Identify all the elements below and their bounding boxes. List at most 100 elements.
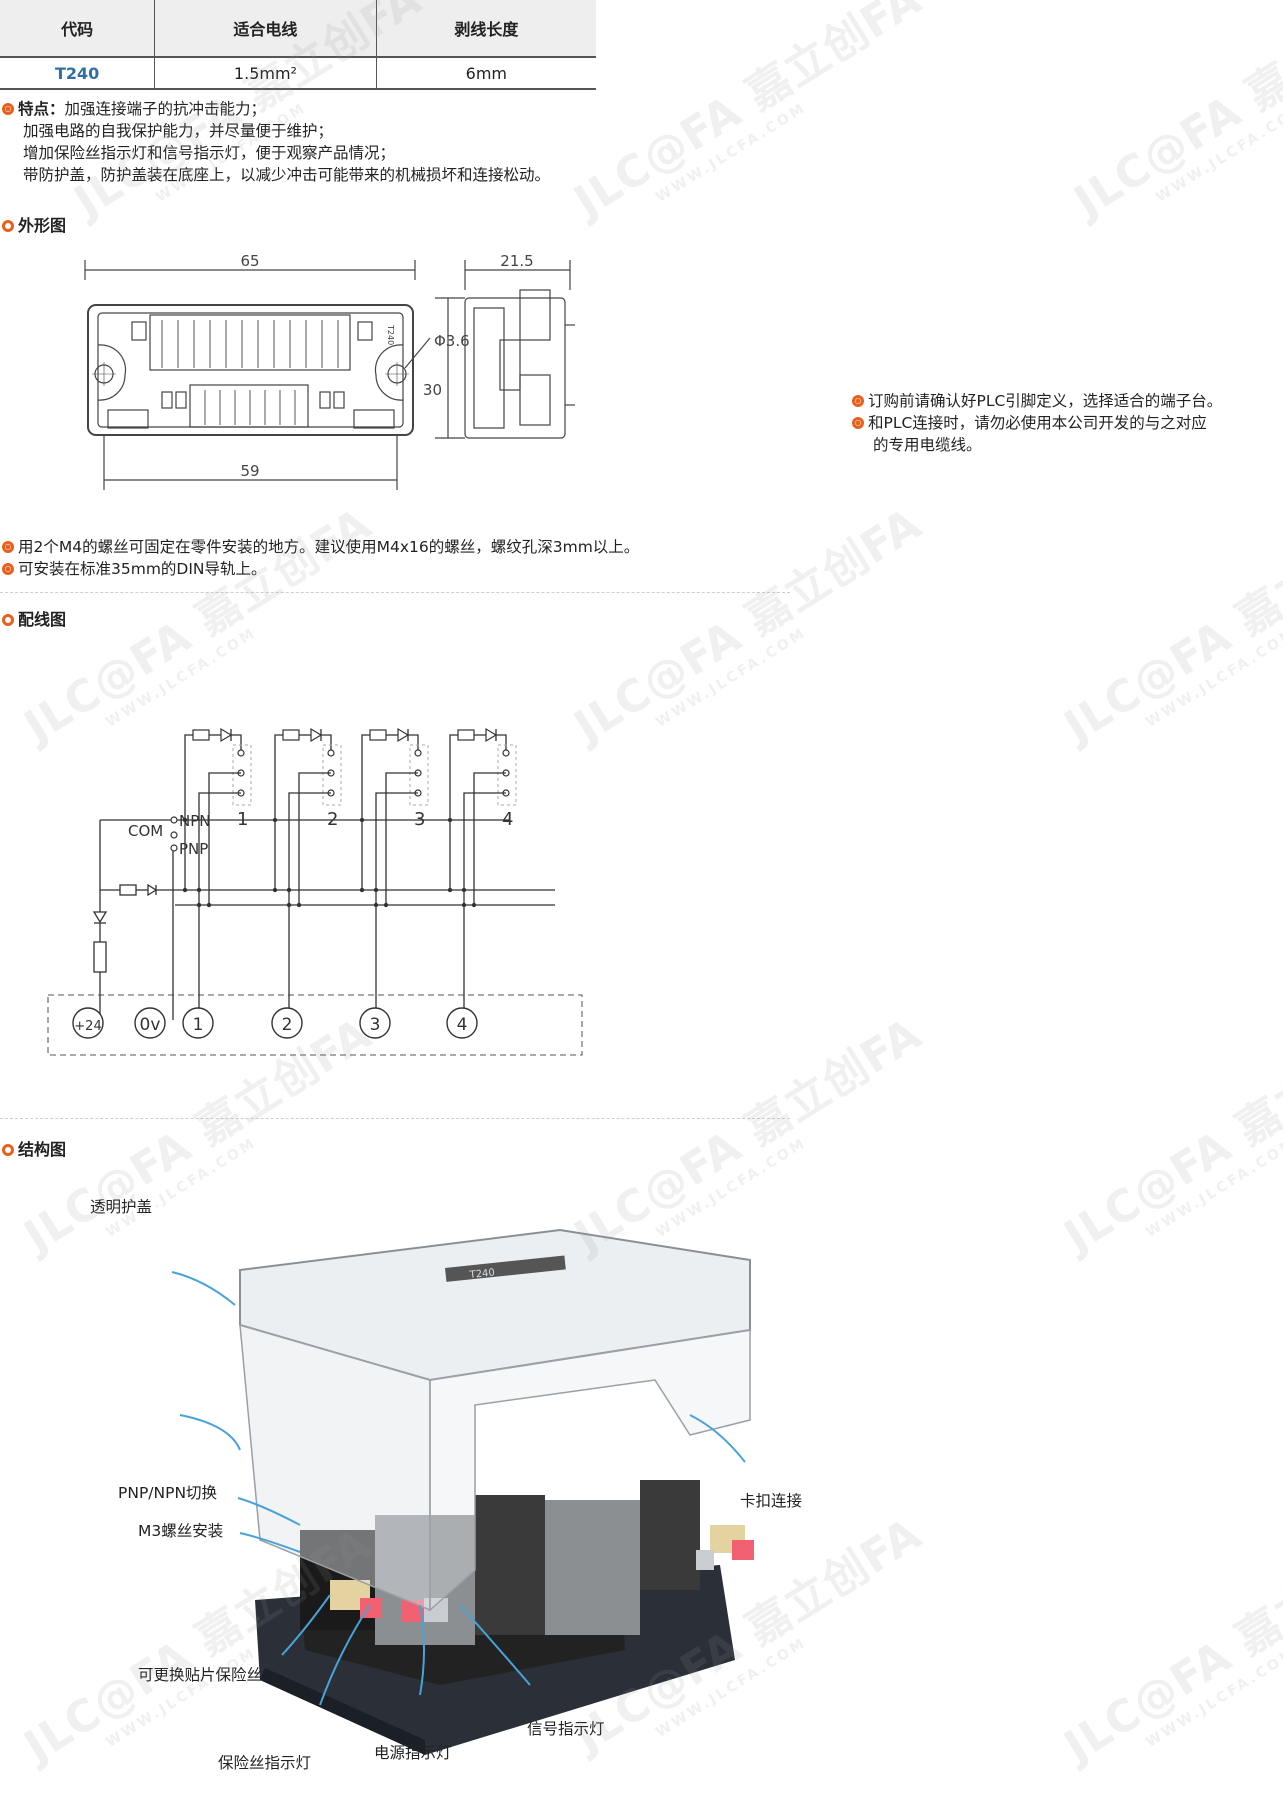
signal-led xyxy=(424,1598,448,1622)
bullet-icon xyxy=(2,563,14,575)
circle-bullet-icon xyxy=(2,614,14,626)
resistor xyxy=(369,729,387,741)
mount-notes: 用2个M4的螺丝可固定在零件安装的地方。建议使用M4x16的螺丝，螺纹孔深3mm… xyxy=(2,536,639,580)
note-line: 的专用电缆线。 xyxy=(873,436,982,454)
svg-text:0v: 0v xyxy=(140,1015,161,1035)
features-block: 特点：加强连接端子的抗冲击能力； 加强电路的自我保护能力，并尽量便于维护； 增加… xyxy=(2,98,550,186)
cell-strip: 6mm xyxy=(376,57,596,90)
terminal-circle: 0v xyxy=(134,1007,166,1039)
svg-text:2: 2 xyxy=(282,1015,293,1035)
callout-fuse-led: 保险丝指示灯 xyxy=(218,1754,312,1772)
wiring-diagram: NPN COM PNP 1 2 3 4 +24 0v 1 2 3 4 xyxy=(47,727,583,1056)
label-com: COM xyxy=(128,822,163,840)
terminal-block-dark xyxy=(475,1495,545,1635)
led-icon xyxy=(397,727,410,743)
cover-model-label: T240 xyxy=(468,1267,495,1281)
outline-drawing: 65 59 21.5 30 Φ3.6 T240 xyxy=(84,252,575,490)
bullet-icon xyxy=(2,541,14,553)
fuse-led xyxy=(732,1540,754,1560)
divider xyxy=(0,1118,790,1119)
dim-inner: 59 xyxy=(240,462,259,480)
wiring-channel: 2 xyxy=(272,727,342,1020)
terminal-block-gray xyxy=(545,1500,640,1635)
callout-lines xyxy=(171,1271,746,1706)
channel-number: 2 xyxy=(327,809,338,830)
channel-number: 4 xyxy=(502,809,513,830)
callout-cover: 透明护盖 xyxy=(90,1198,153,1216)
wiring-channel: 1 xyxy=(182,727,252,1020)
structure-heading: 结构图 xyxy=(2,1136,66,1160)
table-header-row: 代码 适合电线 剥线长度 xyxy=(0,0,596,58)
terminal-circle: 1 xyxy=(182,1007,214,1039)
terminal-circle: +24 xyxy=(72,1007,104,1039)
circle-bullet-icon xyxy=(2,1144,14,1156)
note-line: 和PLC连接时，请勿必使用本公司开发的与之对应 xyxy=(868,414,1207,432)
svg-text:1: 1 xyxy=(193,1015,204,1035)
cell-code: T240 xyxy=(0,57,156,90)
dim-height: 30 xyxy=(423,381,442,399)
header-strip: 剥线长度 xyxy=(376,0,596,58)
signal-led xyxy=(696,1550,714,1570)
wiring-channel: 3 xyxy=(359,727,429,1020)
bullet-icon xyxy=(852,417,864,429)
wiring-channel: 4 xyxy=(447,727,517,1020)
svg-text:4: 4 xyxy=(457,1015,468,1035)
header-code: 代码 xyxy=(0,0,156,58)
note-line: 订购前请确认好PLC引脚定义，选择适合的端子台。 xyxy=(868,392,1223,410)
section-title: 结构图 xyxy=(18,1140,67,1159)
mount-note-line: 用2个M4的螺丝可固定在零件安装的地方。建议使用M4x16的螺丝，螺纹孔深3mm… xyxy=(18,538,640,556)
resistor xyxy=(457,729,475,741)
bullet-icon xyxy=(852,395,864,407)
feature-line: 增加保险丝指示灯和信号指示灯，便于观察产品情况； xyxy=(23,144,396,162)
channel-number: 1 xyxy=(237,809,248,830)
callout-screw: M3螺丝安装 xyxy=(138,1522,224,1540)
spec-table: 代码 适合电线 剥线长度 T240 1.5mm² 6mm xyxy=(0,0,596,90)
led-icon xyxy=(220,727,233,743)
channel-number: 3 xyxy=(414,809,425,830)
led-icon xyxy=(485,727,498,743)
wiring-heading: 配线图 xyxy=(2,606,66,630)
divider xyxy=(0,592,790,593)
resistor xyxy=(282,729,300,741)
svg-text:3: 3 xyxy=(370,1015,381,1035)
table-row: T240 1.5mm² 6mm xyxy=(0,57,596,90)
feature-line: 带防护盖，防护盖装在底座上，以减少冲击可能带来的机械损坏和连接松动。 xyxy=(23,166,551,184)
dim-depth: 21.5 xyxy=(500,252,533,270)
terminal-block-dark xyxy=(640,1480,700,1590)
dim-width: 65 xyxy=(240,252,259,270)
callout-switch: PNP/NPN切换 xyxy=(118,1484,218,1502)
cell-wire: 1.5mm² xyxy=(154,57,377,90)
outline-heading: 外形图 xyxy=(2,212,66,236)
terminal-circle: 4 xyxy=(446,1007,478,1039)
feature-line: 加强连接端子的抗冲击能力； xyxy=(64,100,267,118)
led-icon xyxy=(310,727,323,743)
circle-bullet-icon xyxy=(2,220,14,232)
mount-note-line: 可安装在标准35mm的DIN导轨上。 xyxy=(18,560,267,578)
terminal-block-gray xyxy=(375,1515,475,1645)
callout-snap: 卡扣连接 xyxy=(740,1492,803,1510)
bullet-icon xyxy=(2,103,14,115)
structure-illustration: T240 xyxy=(179,1228,754,1755)
outline-model-label: T240 xyxy=(386,324,395,345)
dim-hole: Φ3.6 xyxy=(434,332,470,350)
header-wire: 适合电线 xyxy=(154,0,377,58)
label-npn: NPN xyxy=(179,812,211,830)
feature-line: 加强电路的自我保护能力，并尽量便于维护； xyxy=(23,122,334,140)
order-notes: 订购前请确认好PLC引脚定义，选择适合的端子台。 和PLC连接时，请勿必使用本公… xyxy=(852,390,1222,456)
section-title: 配线图 xyxy=(18,610,67,629)
features-label: 特点： xyxy=(18,100,65,118)
terminal-circle: 3 xyxy=(359,1007,391,1039)
terminal-circle: 2 xyxy=(271,1007,303,1039)
section-title: 外形图 xyxy=(18,216,67,235)
svg-text:+24: +24 xyxy=(74,1019,101,1034)
callout-power-led: 电源指示灯 xyxy=(374,1744,452,1762)
resistor xyxy=(192,729,210,741)
callout-fuse: 可更换贴片保险丝 xyxy=(138,1666,263,1684)
label-pnp: PNP xyxy=(179,840,208,858)
